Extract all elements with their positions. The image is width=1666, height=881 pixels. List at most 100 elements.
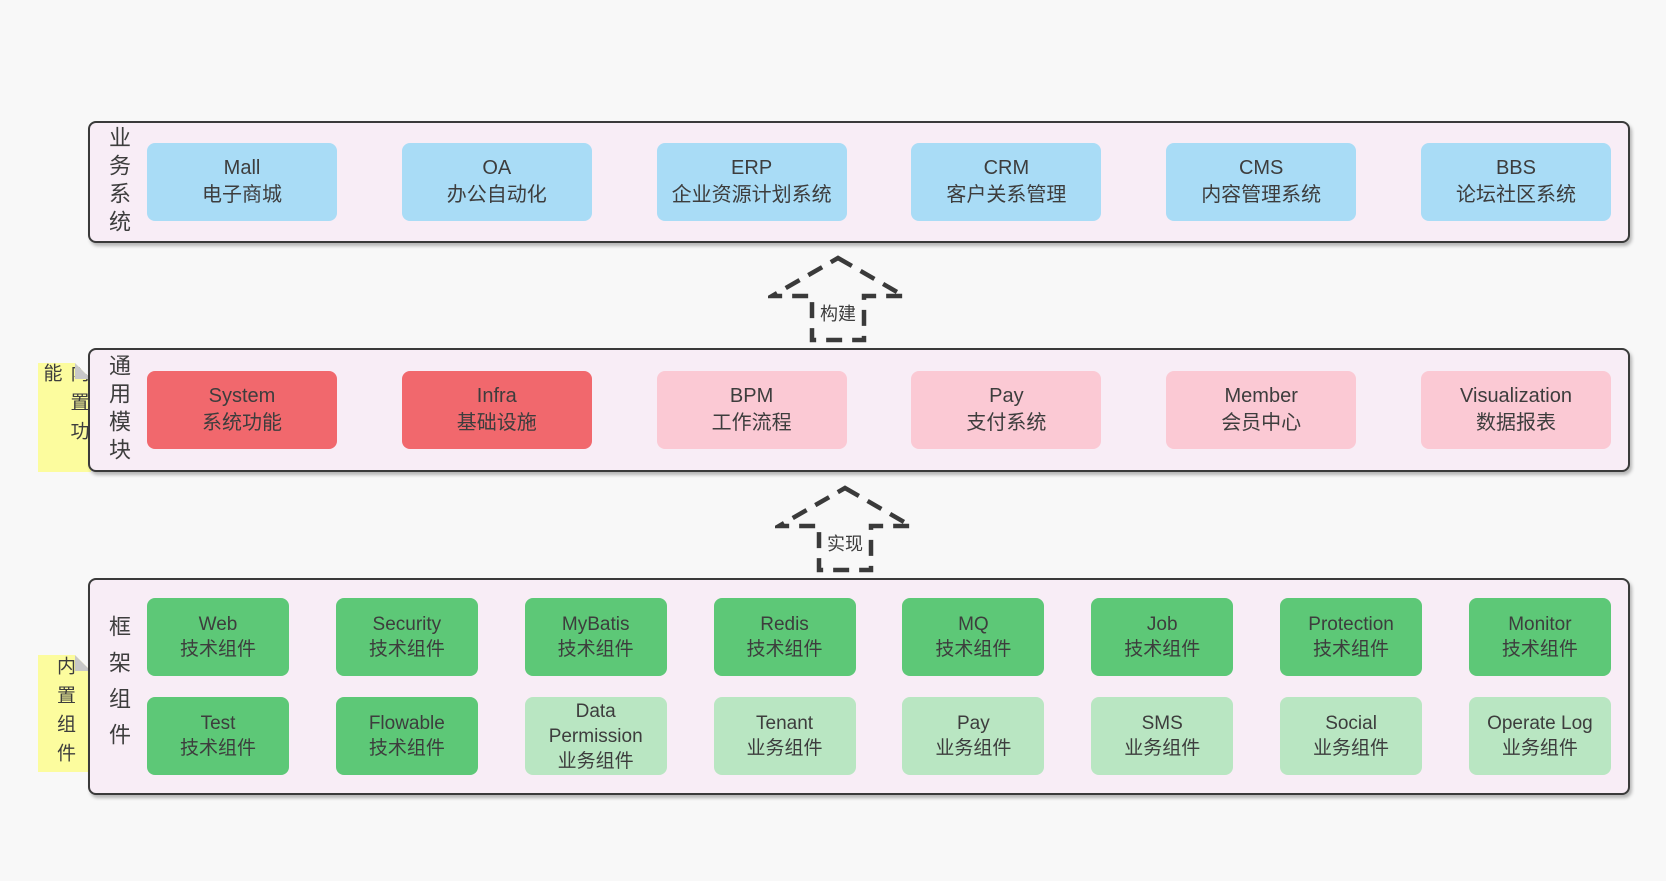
box-subtitle: 业务组件	[557, 750, 634, 772]
module-box-operate-log: Operate Log 业务组件	[1468, 697, 1611, 775]
panel-label-business-systems: 业务系统	[106, 126, 131, 238]
panel-label-common-modules: 通用模块	[106, 354, 131, 466]
panel-boxes-business-systems: Mall 电子商城 OA 办公自动化 ERP 企业资源计划系统 CRM 客户关系管理 CMS 内容…	[147, 123, 1611, 241]
sticky-note-built-in-features: 内置功能	[38, 363, 91, 472]
module-box-data-permission: Data Permission 业务组件	[524, 697, 667, 775]
box-title: Redis	[760, 614, 809, 635]
module-box-social: Social 业务组件	[1280, 697, 1423, 775]
box-subtitle: 技术组件	[368, 639, 445, 660]
box-title: System	[208, 385, 276, 407]
box-title: BPM	[729, 385, 774, 407]
arrow-build: 构建	[768, 255, 908, 343]
box-title: Infra	[476, 385, 517, 407]
arrow-implement-label: 实现	[822, 529, 868, 557]
box-subtitle: 客户关系管理	[946, 184, 1067, 206]
module-box-pay: Pay 支付系统	[911, 371, 1102, 449]
box-title: Mall	[223, 157, 261, 179]
module-box-sms: SMS 业务组件	[1091, 697, 1234, 775]
module-box-mq: MQ 技术组件	[902, 598, 1045, 676]
module-box-mall: Mall 电子商城	[147, 143, 337, 221]
module-box-erp: ERP 企业资源计划系统	[656, 143, 847, 221]
box-title: Pay	[989, 385, 1024, 407]
box-subtitle: 系统功能	[202, 412, 282, 434]
box-subtitle: 业务组件	[935, 738, 1012, 759]
box-subtitle: 会员中心	[1221, 412, 1302, 434]
module-box-protection: Protection 技术组件	[1280, 598, 1423, 676]
box-title: Member	[1224, 385, 1298, 407]
module-box-visualization: Visualization 数据报表	[1420, 371, 1611, 449]
box-subtitle: 电子商城	[202, 184, 282, 206]
box-title: CRM	[983, 157, 1030, 179]
box-title: BBS	[1495, 157, 1536, 179]
box-title: CMS	[1238, 157, 1284, 179]
box-subtitle: 技术组件	[557, 639, 634, 660]
panel-boxes-common-modules: System 系统功能 Infra 基础设施 BPM 工作流程 Pay 支付系统 Member 会…	[147, 350, 1611, 470]
box-subtitle: 业务组件	[1313, 738, 1390, 759]
module-box-job: Job 技术组件	[1091, 598, 1234, 676]
box-title: SMS	[1141, 713, 1183, 734]
arrow-implement: 实现	[775, 485, 915, 573]
module-box-oa: OA 办公自动化	[401, 143, 592, 221]
module-box-infra: Infra 基础设施	[401, 371, 592, 449]
sticky-note-label: 内置功能	[40, 363, 89, 450]
box-subtitle: 技术组件	[179, 738, 256, 759]
box-subtitle: 数据报表	[1475, 412, 1556, 434]
module-box-bbs: BBS 论坛社区系统	[1420, 143, 1611, 221]
box-subtitle: 技术组件	[935, 639, 1012, 660]
box-subtitle: 业务组件	[1124, 738, 1201, 759]
box-title: Security	[372, 614, 442, 635]
module-box-security: Security 技术组件	[335, 598, 478, 676]
box-subtitle: 技术组件	[1501, 639, 1578, 660]
module-box-web: Web 技术组件	[147, 598, 289, 676]
box-title: OA	[482, 157, 512, 179]
arrow-build-label: 构建	[815, 299, 861, 327]
box-title: Monitor	[1508, 614, 1572, 635]
box-subtitle: 技术组件	[746, 639, 823, 660]
box-title: Flowable	[368, 713, 445, 734]
module-box-mybatis: MyBatis 技术组件	[524, 598, 667, 676]
box-title: Visualization	[1460, 385, 1572, 407]
box-subtitle: 办公自动化	[446, 184, 547, 206]
sticky-note-built-in-components: 内置组件	[38, 655, 91, 772]
box-title: ERP	[731, 157, 773, 179]
box-subtitle: 支付系统	[966, 412, 1047, 434]
module-box-bpm: BPM 工作流程	[656, 371, 847, 449]
box-title: Tenant	[756, 713, 814, 734]
box-title: MQ	[958, 614, 989, 635]
box-subtitle: 业务组件	[1501, 738, 1578, 759]
box-title: Web	[198, 614, 238, 635]
module-box-monitor: Monitor 技术组件	[1468, 598, 1611, 676]
box-subtitle: 论坛社区系统	[1455, 184, 1576, 206]
box-subtitle: 内容管理系统	[1201, 184, 1322, 206]
panel-common-modules: 通用模块 System 系统功能 Infra 基础设施 BPM 工作流程 Pay 支付系统 Me…	[88, 348, 1630, 472]
box-subtitle: 基础设施	[456, 412, 537, 434]
box-title: Pay	[957, 713, 990, 734]
box-title: Social	[1325, 713, 1377, 734]
box-subtitle: 工作流程	[711, 412, 792, 434]
box-title: Job	[1146, 614, 1178, 635]
box-subtitle: 技术组件	[179, 639, 256, 660]
box-subtitle: 技术组件	[1313, 639, 1390, 660]
box-title: MyBatis	[561, 614, 630, 635]
module-box-system: System 系统功能	[147, 371, 337, 449]
box-subtitle: 企业资源计划系统	[671, 184, 832, 206]
module-box-member: Member 会员中心	[1166, 371, 1357, 449]
box-title: Data Permission	[548, 700, 643, 747]
up-block-arrow-icon	[775, 485, 915, 573]
module-box-crm: CRM 客户关系管理	[911, 143, 1102, 221]
module-box-redis: Redis 技术组件	[713, 598, 856, 676]
box-title: Operate Log	[1487, 713, 1593, 734]
box-row: Mall 电子商城 OA 办公自动化 ERP 企业资源计划系统 CRM 客户关系管理 CMS 内容…	[147, 143, 1611, 221]
box-title: Protection	[1308, 614, 1394, 635]
sticky-note-label: 内置组件	[54, 655, 75, 772]
box-subtitle: 技术组件	[1124, 639, 1201, 660]
panel-business-systems: 业务系统 Mall 电子商城 OA 办公自动化 ERP 企业资源计划系统 CRM 客户关系管理…	[88, 121, 1630, 243]
